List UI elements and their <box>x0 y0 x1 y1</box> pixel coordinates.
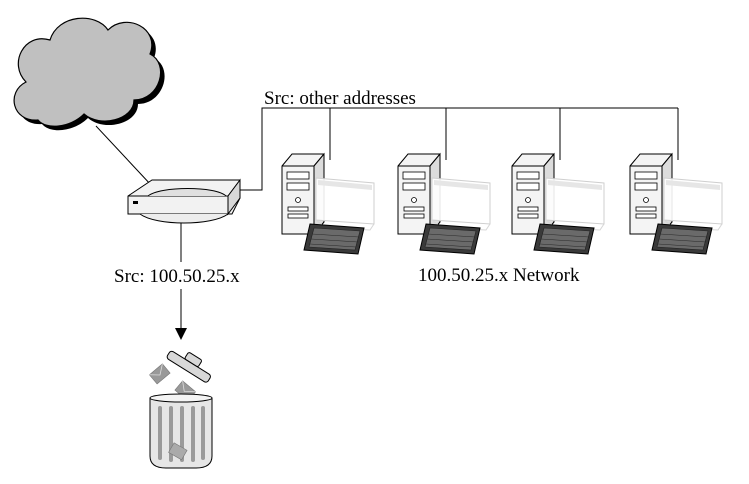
workstation-3 <box>511 153 605 255</box>
workstation-2 <box>397 153 491 255</box>
cloud-router-link <box>95 125 153 187</box>
workstation-1 <box>281 153 375 255</box>
router-source-label: Src: 100.50.25.x <box>114 266 240 287</box>
trash-can-icon <box>148 350 213 469</box>
arrow-head <box>175 328 187 340</box>
workstation-4 <box>629 153 723 255</box>
cloud-icon <box>13 17 165 131</box>
connection-lines <box>95 107 679 330</box>
router-icon <box>127 178 241 224</box>
router-network-bus <box>240 107 678 191</box>
network-label: 100.50.25.x Network <box>418 265 580 286</box>
other-addresses-label: Src: other addresses <box>264 88 416 109</box>
